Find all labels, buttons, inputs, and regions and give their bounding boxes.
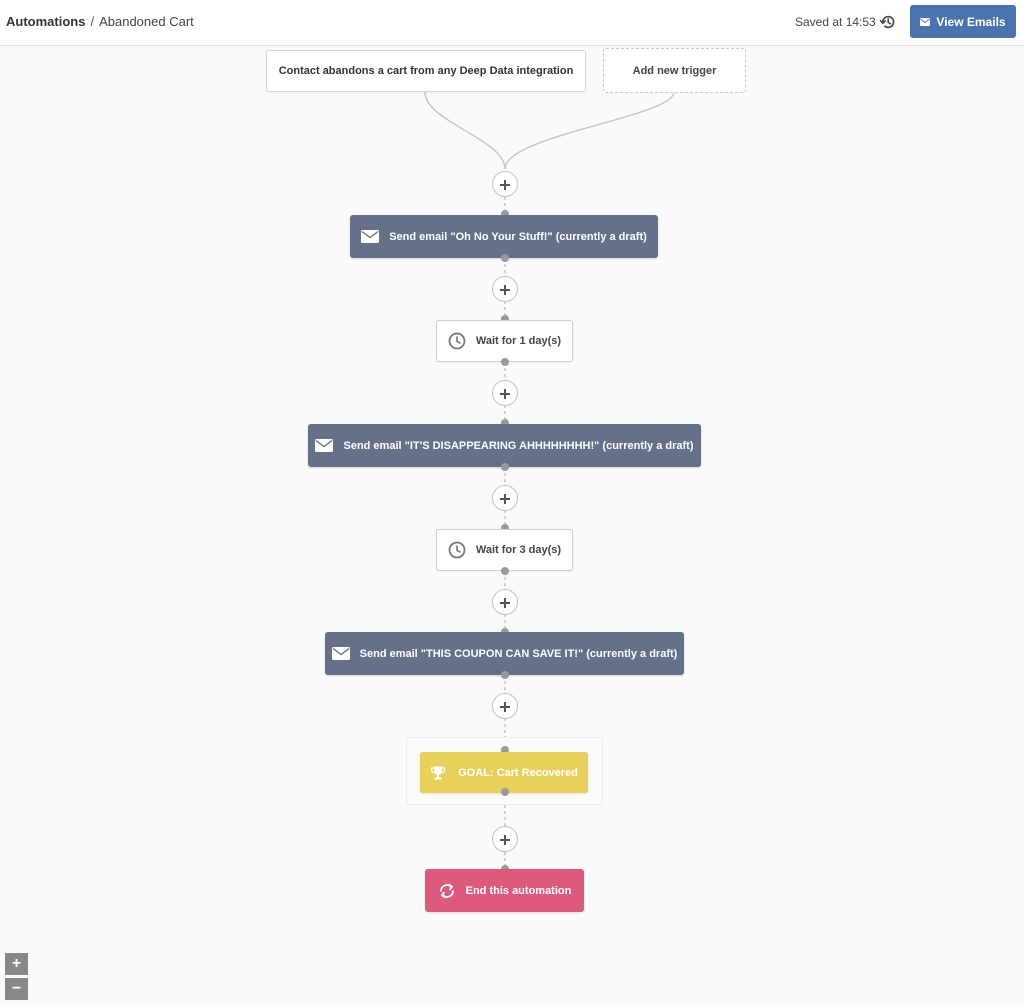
- connector-dot: [501, 358, 509, 366]
- automation-canvas[interactable]: Contact abandons a cart from any Deep Da…: [0, 47, 1024, 1007]
- email-step-label: Send email "IT'S DISAPPEARING AHHHHHHHH!…: [343, 439, 694, 452]
- email-step-label: Send email "THIS COUPON CAN SAVE IT!" (c…: [359, 647, 678, 660]
- add-step-button[interactable]: [492, 276, 518, 302]
- email-step-node[interactable]: Send email "IT'S DISAPPEARING AHHHHHHHH!…: [308, 424, 701, 467]
- wait-step-label: Wait for 1 day(s): [475, 335, 562, 347]
- envelope-icon: [361, 230, 380, 243]
- connector-dot: [501, 671, 509, 679]
- goal-label: GOAL: Cart Recovered: [458, 766, 578, 779]
- add-trigger-button[interactable]: Add new trigger: [603, 48, 746, 93]
- wait-step-node[interactable]: Wait for 3 day(s): [436, 529, 573, 571]
- zoom-out-button[interactable]: −: [5, 978, 28, 1000]
- add-step-button[interactable]: [492, 171, 518, 197]
- wait-step-label: Wait for 3 day(s): [475, 544, 562, 556]
- add-step-button[interactable]: [492, 826, 518, 852]
- connector-dot: [501, 788, 509, 796]
- connector-dot: [501, 567, 509, 575]
- clock-icon: [448, 541, 466, 559]
- breadcrumb: Automations / Abandoned Cart: [6, 14, 194, 29]
- add-step-button[interactable]: [492, 485, 518, 511]
- trophy-icon: [430, 766, 446, 779]
- goal-node[interactable]: GOAL: Cart Recovered: [420, 752, 588, 793]
- trigger-node[interactable]: Contact abandons a cart from any Deep Da…: [266, 50, 586, 92]
- trigger-label: Contact abandons a cart from any Deep Da…: [278, 65, 574, 77]
- connector-dot: [501, 254, 509, 262]
- breadcrumb-automations-link[interactable]: Automations: [6, 14, 86, 29]
- email-step-label: Send email "Oh No Your Stuff!" (currentl…: [389, 230, 647, 243]
- breadcrumb-current: Abandoned Cart: [99, 14, 194, 29]
- wait-step-node[interactable]: Wait for 1 day(s): [436, 320, 573, 362]
- add-step-button[interactable]: [492, 693, 518, 719]
- add-step-button[interactable]: [492, 589, 518, 615]
- connector-dot: [501, 315, 509, 323]
- end-automation-label: End this automation: [465, 884, 572, 897]
- view-emails-label: View Emails: [936, 14, 1006, 29]
- clock-icon: [448, 332, 466, 350]
- connector-dot: [501, 210, 509, 218]
- email-step-node[interactable]: Send email "Oh No Your Stuff!" (currentl…: [350, 215, 658, 258]
- top-bar: Automations / Abandoned Cart Saved at 14:5…: [0, 0, 1024, 46]
- envelope-icon: [331, 647, 350, 660]
- add-trigger-label: Add new trigger: [632, 64, 717, 77]
- add-step-button[interactable]: [492, 380, 518, 406]
- zoom-in-button[interactable]: +: [5, 953, 28, 975]
- connector-dot: [501, 524, 509, 532]
- view-emails-button[interactable]: View Emails: [910, 5, 1016, 38]
- connector-dot: [501, 419, 509, 427]
- envelope-icon: [315, 439, 334, 452]
- refresh-icon: [439, 883, 454, 898]
- end-automation-node[interactable]: End this automation: [425, 869, 584, 912]
- history-icon[interactable]: [879, 13, 897, 31]
- envelope-icon: [920, 17, 931, 26]
- connector-dot: [501, 463, 509, 471]
- saved-status: Saved at 14:53: [795, 15, 876, 29]
- connector-dot: [501, 746, 509, 754]
- email-step-node[interactable]: Send email "THIS COUPON CAN SAVE IT!" (c…: [325, 632, 684, 675]
- breadcrumb-separator: /: [90, 14, 95, 29]
